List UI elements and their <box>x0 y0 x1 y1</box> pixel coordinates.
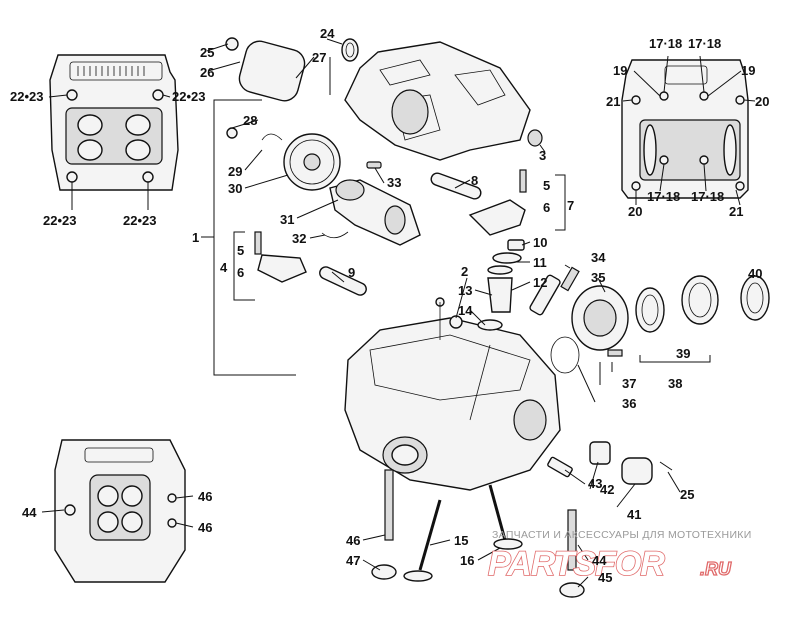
callout-10: 10 <box>533 235 547 250</box>
callout-1: 1 <box>192 230 199 245</box>
callouts: 25 26 24 27 3 28 29 30 31 32 33 8 1 4 5 … <box>10 26 769 585</box>
callout-46-bottom-a: 46 <box>198 489 212 504</box>
callout-30: 30 <box>228 181 242 196</box>
callout-46-main: 46 <box>346 533 360 548</box>
callout-8: 8 <box>471 173 478 188</box>
callout-4: 4 <box>220 260 228 275</box>
callout-22-23-bl: 22•23 <box>43 213 76 228</box>
cam-sprocket-and-camshaft <box>226 127 421 246</box>
callout-44-main: 44 <box>592 553 607 568</box>
callout-42: 42 <box>600 482 614 497</box>
head-bottom-view <box>41 439 194 583</box>
cam-carrier-top-view <box>621 55 756 206</box>
callout-39: 39 <box>676 346 690 361</box>
callout-7: 7 <box>567 198 574 213</box>
intake-boot-and-clamps <box>547 275 770 485</box>
callout-21-bottom: 21 <box>729 204 743 219</box>
callout-16: 16 <box>460 553 474 568</box>
callout-27: 27 <box>312 50 326 65</box>
callout-46-bottom-b: 46 <box>198 520 212 535</box>
callout-5-right: 5 <box>543 178 550 193</box>
callout-29: 29 <box>228 164 242 179</box>
callout-3: 3 <box>539 148 546 163</box>
callout-40: 40 <box>748 266 762 281</box>
callout-14: 14 <box>458 303 473 318</box>
head-top-view-left <box>48 54 179 210</box>
callout-38: 38 <box>668 376 682 391</box>
callout-22-23-tr: 22•23 <box>172 89 205 104</box>
callout-22-23-tl: 22•23 <box>10 89 43 104</box>
callout-35: 35 <box>591 270 605 285</box>
callout-6-left: 6 <box>237 265 244 280</box>
callout-12: 12 <box>533 275 547 290</box>
callout-31: 31 <box>280 212 294 227</box>
watermark-logo-tld: .RU <box>700 559 732 579</box>
watermark: ЗАПЧАСТИ И АКСЕССУАРЫ ДЛЯ МОТОТЕХНИКИ PA… <box>487 529 752 584</box>
callout-17-18-bl: 17·18 <box>647 189 680 204</box>
leader-lines <box>206 38 681 588</box>
callout-34: 34 <box>591 250 606 265</box>
callout-17-18-tl: 17·18 <box>649 36 682 51</box>
callout-44-bottom: 44 <box>22 505 37 520</box>
watermark-logo: PARTSFOR <box>488 545 665 583</box>
callout-24: 24 <box>320 26 335 41</box>
watermark-tagline: ЗАПЧАСТИ И АКСЕССУАРЫ ДЛЯ МОТОТЕХНИКИ <box>492 529 752 541</box>
callout-17-18-tr: 17·18 <box>688 36 721 51</box>
callout-11: 11 <box>533 255 547 270</box>
callout-41: 41 <box>627 507 641 522</box>
callout-6-right: 6 <box>543 200 550 215</box>
callout-20-top: 20 <box>755 94 769 109</box>
callout-17-18-br: 17·18 <box>691 189 724 204</box>
callout-32: 32 <box>292 231 306 246</box>
callout-45: 45 <box>598 570 612 585</box>
callout-43: 43 <box>588 476 602 491</box>
callout-9: 9 <box>348 265 355 280</box>
cylinder-head <box>344 252 585 598</box>
callout-15: 15 <box>454 533 468 548</box>
callout-36: 36 <box>622 396 636 411</box>
valve-cover-assembly <box>201 37 546 376</box>
callout-20-bottom: 20 <box>628 204 642 219</box>
callout-21-top: 21 <box>606 94 620 109</box>
callout-22-23-br: 22•23 <box>123 213 156 228</box>
callout-47: 47 <box>346 553 360 568</box>
rocker-arms-and-shafts <box>233 169 566 301</box>
callout-28: 28 <box>243 113 257 128</box>
callout-25: 25 <box>200 45 214 60</box>
callout-5-left: 5 <box>237 243 244 258</box>
callout-25-right: 25 <box>680 487 694 502</box>
callout-19-right: 19 <box>741 63 755 78</box>
callout-19-left: 19 <box>613 63 627 78</box>
callout-26: 26 <box>200 65 214 80</box>
callout-2: 2 <box>461 264 468 279</box>
callout-37: 37 <box>622 376 636 391</box>
callout-33: 33 <box>387 175 401 190</box>
callout-13: 13 <box>458 283 472 298</box>
